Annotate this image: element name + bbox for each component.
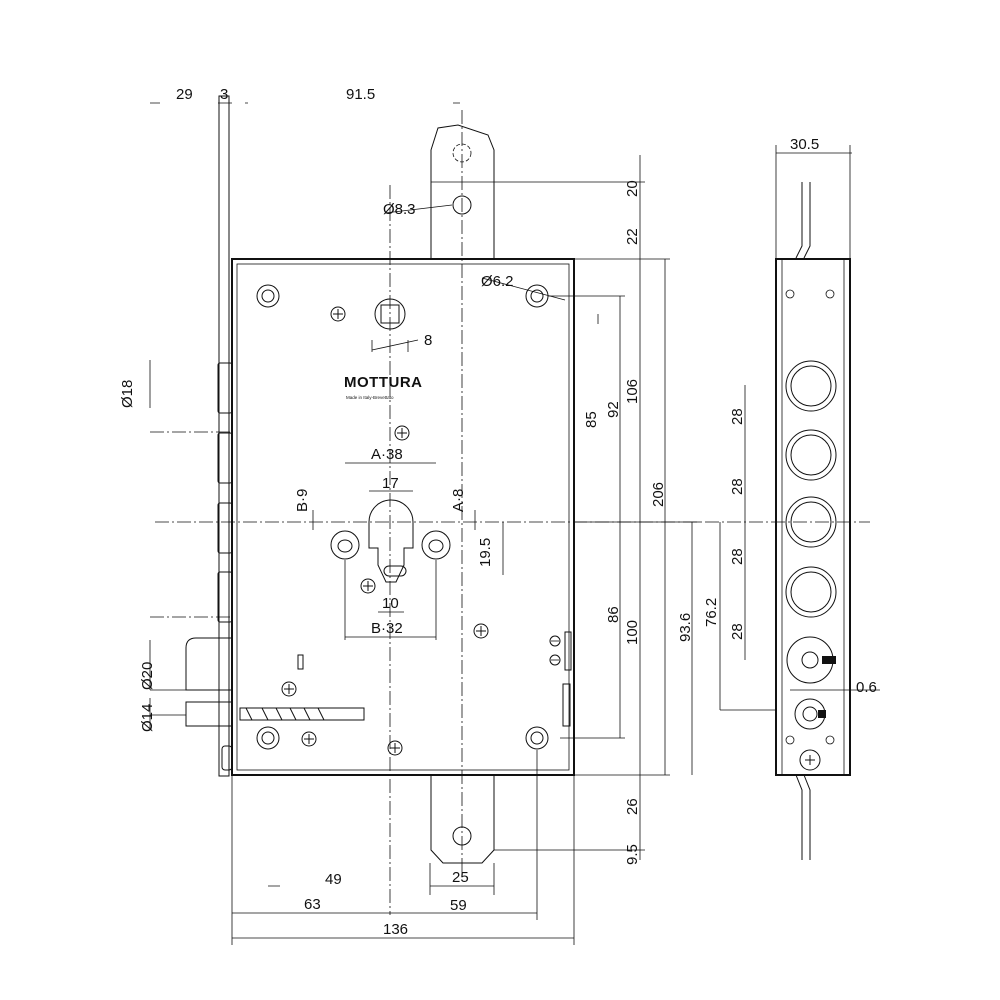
corner-screw-br xyxy=(525,726,549,750)
dim-206: 206 xyxy=(650,482,667,507)
dim-59: 59 xyxy=(450,897,467,914)
dim-pitch-3: 28 xyxy=(729,548,746,565)
dim-106: 106 xyxy=(624,379,641,404)
dim-86: 86 xyxy=(605,606,622,623)
side-bolt-2 xyxy=(785,429,837,481)
dim-30-5: 30.5 xyxy=(790,136,819,153)
brand-name: MOTTURA xyxy=(344,374,423,391)
bolt-2 xyxy=(217,432,233,484)
screw-cross-5 xyxy=(281,681,297,697)
screw-cross-7 xyxy=(387,740,403,756)
dim-29: 29 xyxy=(176,86,193,103)
dim-square: 8 xyxy=(424,332,432,349)
bottom-tongue xyxy=(430,774,495,864)
side-deadlatch xyxy=(794,698,826,730)
lock-case xyxy=(231,258,575,776)
dim-a8: A·8 xyxy=(450,489,467,512)
dim-19-5: 19.5 xyxy=(477,538,494,567)
top-hole xyxy=(452,195,472,215)
corner-screw-bl xyxy=(256,726,280,750)
bolt-1 xyxy=(217,362,233,414)
screw-cross-6 xyxy=(301,731,317,747)
dim-93-6: 93.6 xyxy=(677,613,694,642)
side-screw xyxy=(799,749,821,771)
rack-slider xyxy=(239,707,365,721)
side-bolt-1 xyxy=(785,360,837,412)
screw-cross-2 xyxy=(394,425,410,441)
side-plate xyxy=(775,258,851,776)
dim-22: 22 xyxy=(624,228,641,245)
dimension-lines xyxy=(149,102,746,945)
screw-cross-3 xyxy=(360,578,376,594)
deadlatch xyxy=(185,701,233,727)
lock-side-view: 30.5 28 28 28 28 0.6 xyxy=(720,136,880,860)
dim-85: 85 xyxy=(583,411,600,428)
dim-17: 17 xyxy=(382,475,399,492)
dim-100: 100 xyxy=(624,620,641,645)
dim-9-5: 9.5 xyxy=(624,844,641,865)
lock-front-view: MOTTURA Made in Italy-Brevettato xyxy=(185,95,575,864)
dim-pitch-4: 28 xyxy=(729,623,746,640)
dim-10: 10 xyxy=(382,595,399,612)
right-edge-parts xyxy=(549,631,572,727)
dim-91-5: 91.5 xyxy=(346,86,375,103)
screw-cross-4 xyxy=(473,623,489,639)
dim-pitch-2: 28 xyxy=(729,478,746,495)
dim-hole-top: Ø8.3 xyxy=(383,201,416,218)
corner-screw-tr xyxy=(525,284,549,308)
dim-diam-20: Ø20 xyxy=(139,662,156,690)
side-bolt-4 xyxy=(785,566,837,618)
cam-hole-left xyxy=(330,530,360,560)
dim-63: 63 xyxy=(304,896,321,913)
bolt-4 xyxy=(217,571,233,623)
faceplate xyxy=(218,95,230,777)
dim-0-6: 0.6 xyxy=(856,679,877,696)
brand-subline: Made in Italy-Brevettato xyxy=(346,395,394,400)
dim-b9: B·9 xyxy=(294,489,311,512)
corner-screw-tl xyxy=(256,284,280,308)
dim-b32: B·32 xyxy=(371,620,403,637)
dim-20: 20 xyxy=(624,180,641,197)
side-bolt-3 xyxy=(785,496,837,548)
cylinder-cutout xyxy=(368,499,414,583)
center-lines xyxy=(150,110,870,915)
dim-26: 26 xyxy=(624,798,641,815)
bolt-3 xyxy=(217,502,233,554)
latch xyxy=(185,637,233,691)
top-tongue xyxy=(430,124,495,260)
dim-pitch-1: 28 xyxy=(729,408,746,425)
side-latch xyxy=(786,636,836,684)
dim-3: 3 xyxy=(220,86,228,103)
dim-49: 49 xyxy=(325,871,342,888)
dim-76-2: 76.2 xyxy=(703,598,720,627)
cam-hole-right xyxy=(421,530,451,560)
dim-25: 25 xyxy=(452,869,469,886)
dim-diam-14: Ø14 xyxy=(139,704,156,732)
dimension-texts: 29 3 91.5 Ø18 Ø20 Ø14 Ø8.3 Ø6.2 8 A·38 1… xyxy=(119,86,720,938)
dim-92: 92 xyxy=(605,401,622,418)
dim-hole-corner: Ø6.2 xyxy=(481,273,514,290)
dim-136: 136 xyxy=(383,921,408,938)
screw-cross-1 xyxy=(330,306,346,322)
dim-diam-18: Ø18 xyxy=(119,380,136,408)
dim-a38: A·38 xyxy=(371,446,403,463)
